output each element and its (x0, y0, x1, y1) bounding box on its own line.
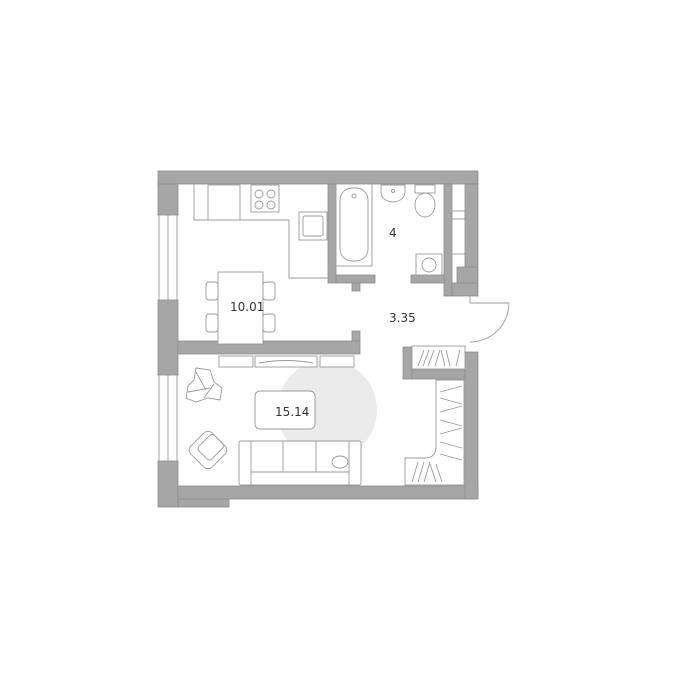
cushion-icon (331, 455, 349, 469)
entry-wall-top (451, 282, 479, 297)
left-wall-top (157, 183, 179, 216)
left-wall-middle (157, 299, 179, 376)
coffee-table (254, 390, 316, 430)
bathroom-right-wall (443, 183, 453, 297)
kitchen-counter (193, 184, 328, 279)
right-wall-top (464, 183, 479, 268)
sofa (238, 440, 362, 486)
right-wall-bottom (464, 351, 479, 500)
wardrobe-wall-vertical (402, 346, 413, 380)
bathroom-furniture (335, 183, 443, 276)
vent-shaft-bottom (451, 218, 466, 255)
plant-icon (185, 367, 223, 403)
chair-icon (205, 281, 219, 301)
stove (250, 184, 280, 213)
living-room-furniture (185, 355, 362, 486)
tv-stand (254, 355, 318, 368)
fridge (207, 184, 241, 221)
chair-icon (262, 313, 276, 333)
wardrobe-top (411, 345, 466, 370)
living-room-area-label: 15.14 (275, 405, 309, 419)
bathroom-wall-stub (351, 282, 361, 292)
windows (158, 183, 466, 462)
kitchen-living-wall (177, 340, 361, 355)
burner-icon (266, 200, 276, 210)
chair-icon (262, 281, 276, 301)
kitchen-furniture (193, 184, 328, 345)
bottom-wall (177, 485, 479, 500)
vent-shaft-top (451, 183, 466, 212)
walls (157, 170, 479, 508)
burner-icon (254, 189, 264, 199)
bathroom-left-wall (327, 183, 337, 284)
right-wall-notch (456, 266, 479, 284)
kitchen-area-label: 10.01 (230, 300, 264, 314)
tv-stand-right (319, 355, 355, 368)
dining-table (217, 271, 264, 345)
washing-machine (415, 253, 443, 276)
wardrobe-wall-horizontal (411, 369, 466, 380)
wardrobe (404, 345, 466, 486)
toilet-tank (414, 184, 436, 194)
bathroom-area-label: 4 (389, 226, 397, 240)
accent-circle (277, 360, 377, 460)
bottom-wall-lip (177, 498, 230, 508)
entry-door[interactable] (469, 296, 510, 343)
burner-icon (266, 189, 276, 199)
toilet-bowl (414, 192, 436, 218)
tv-stand-left (218, 355, 254, 368)
left-wall-bottom (157, 460, 179, 508)
hallway-area-label: 3.35 (389, 311, 416, 325)
armchair (188, 430, 228, 470)
wardrobe-corner (404, 379, 465, 486)
chair-icon (205, 313, 219, 333)
washbasin (380, 184, 406, 203)
burner-icon (254, 200, 264, 210)
bathroom-bottom-right-wall (410, 274, 445, 284)
kitchen-wall-stub (351, 330, 361, 342)
top-wall (157, 170, 479, 185)
bathroom-bottom-wall (335, 274, 376, 284)
